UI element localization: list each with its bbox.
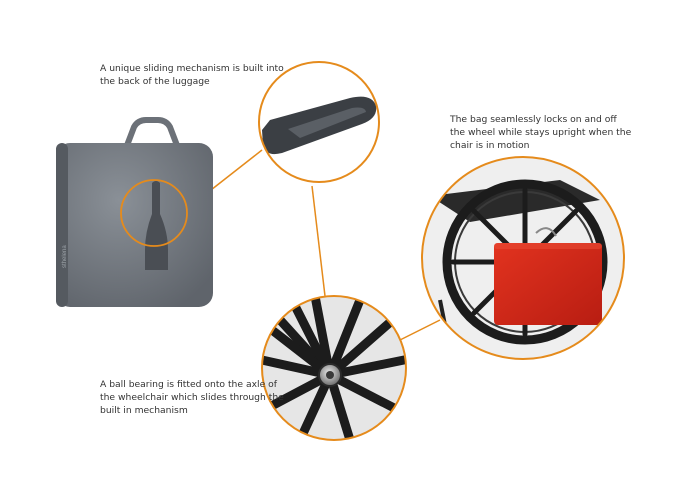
bearing-spokes: [262, 296, 406, 440]
suitcase-body: [56, 143, 213, 307]
slider-closeup-ring: [258, 61, 380, 183]
slider-closeup: [258, 61, 380, 183]
caption-ball-bearing: A ball bearing is fitted onto the axle o…: [100, 379, 284, 416]
connector-to-bearing: [311, 185, 326, 297]
gray-suitcase: sthelena: [56, 117, 213, 307]
suitcase-brand-text: sthelena: [62, 245, 68, 268]
connector-to-wheel: [399, 319, 441, 341]
wheel-closeup: [421, 156, 625, 360]
wheelchair-wheel: [442, 179, 608, 345]
suitcase-handle: [123, 117, 181, 151]
caption-sliding-mechanism: A unique sliding mechanism is built into…: [100, 63, 284, 87]
wheel-closeup-ring: [421, 156, 625, 360]
suitcase-slot: [145, 181, 168, 270]
slot-highlight-ring: [120, 179, 188, 247]
caption-wheel-lock: The bag seamlessly locks on and off the …: [450, 114, 632, 151]
bearing-closeup-ring: [261, 295, 407, 441]
suitcase-side-edge: [56, 143, 68, 307]
red-suitcase: [494, 243, 602, 325]
bearing-closeup: [261, 295, 407, 441]
